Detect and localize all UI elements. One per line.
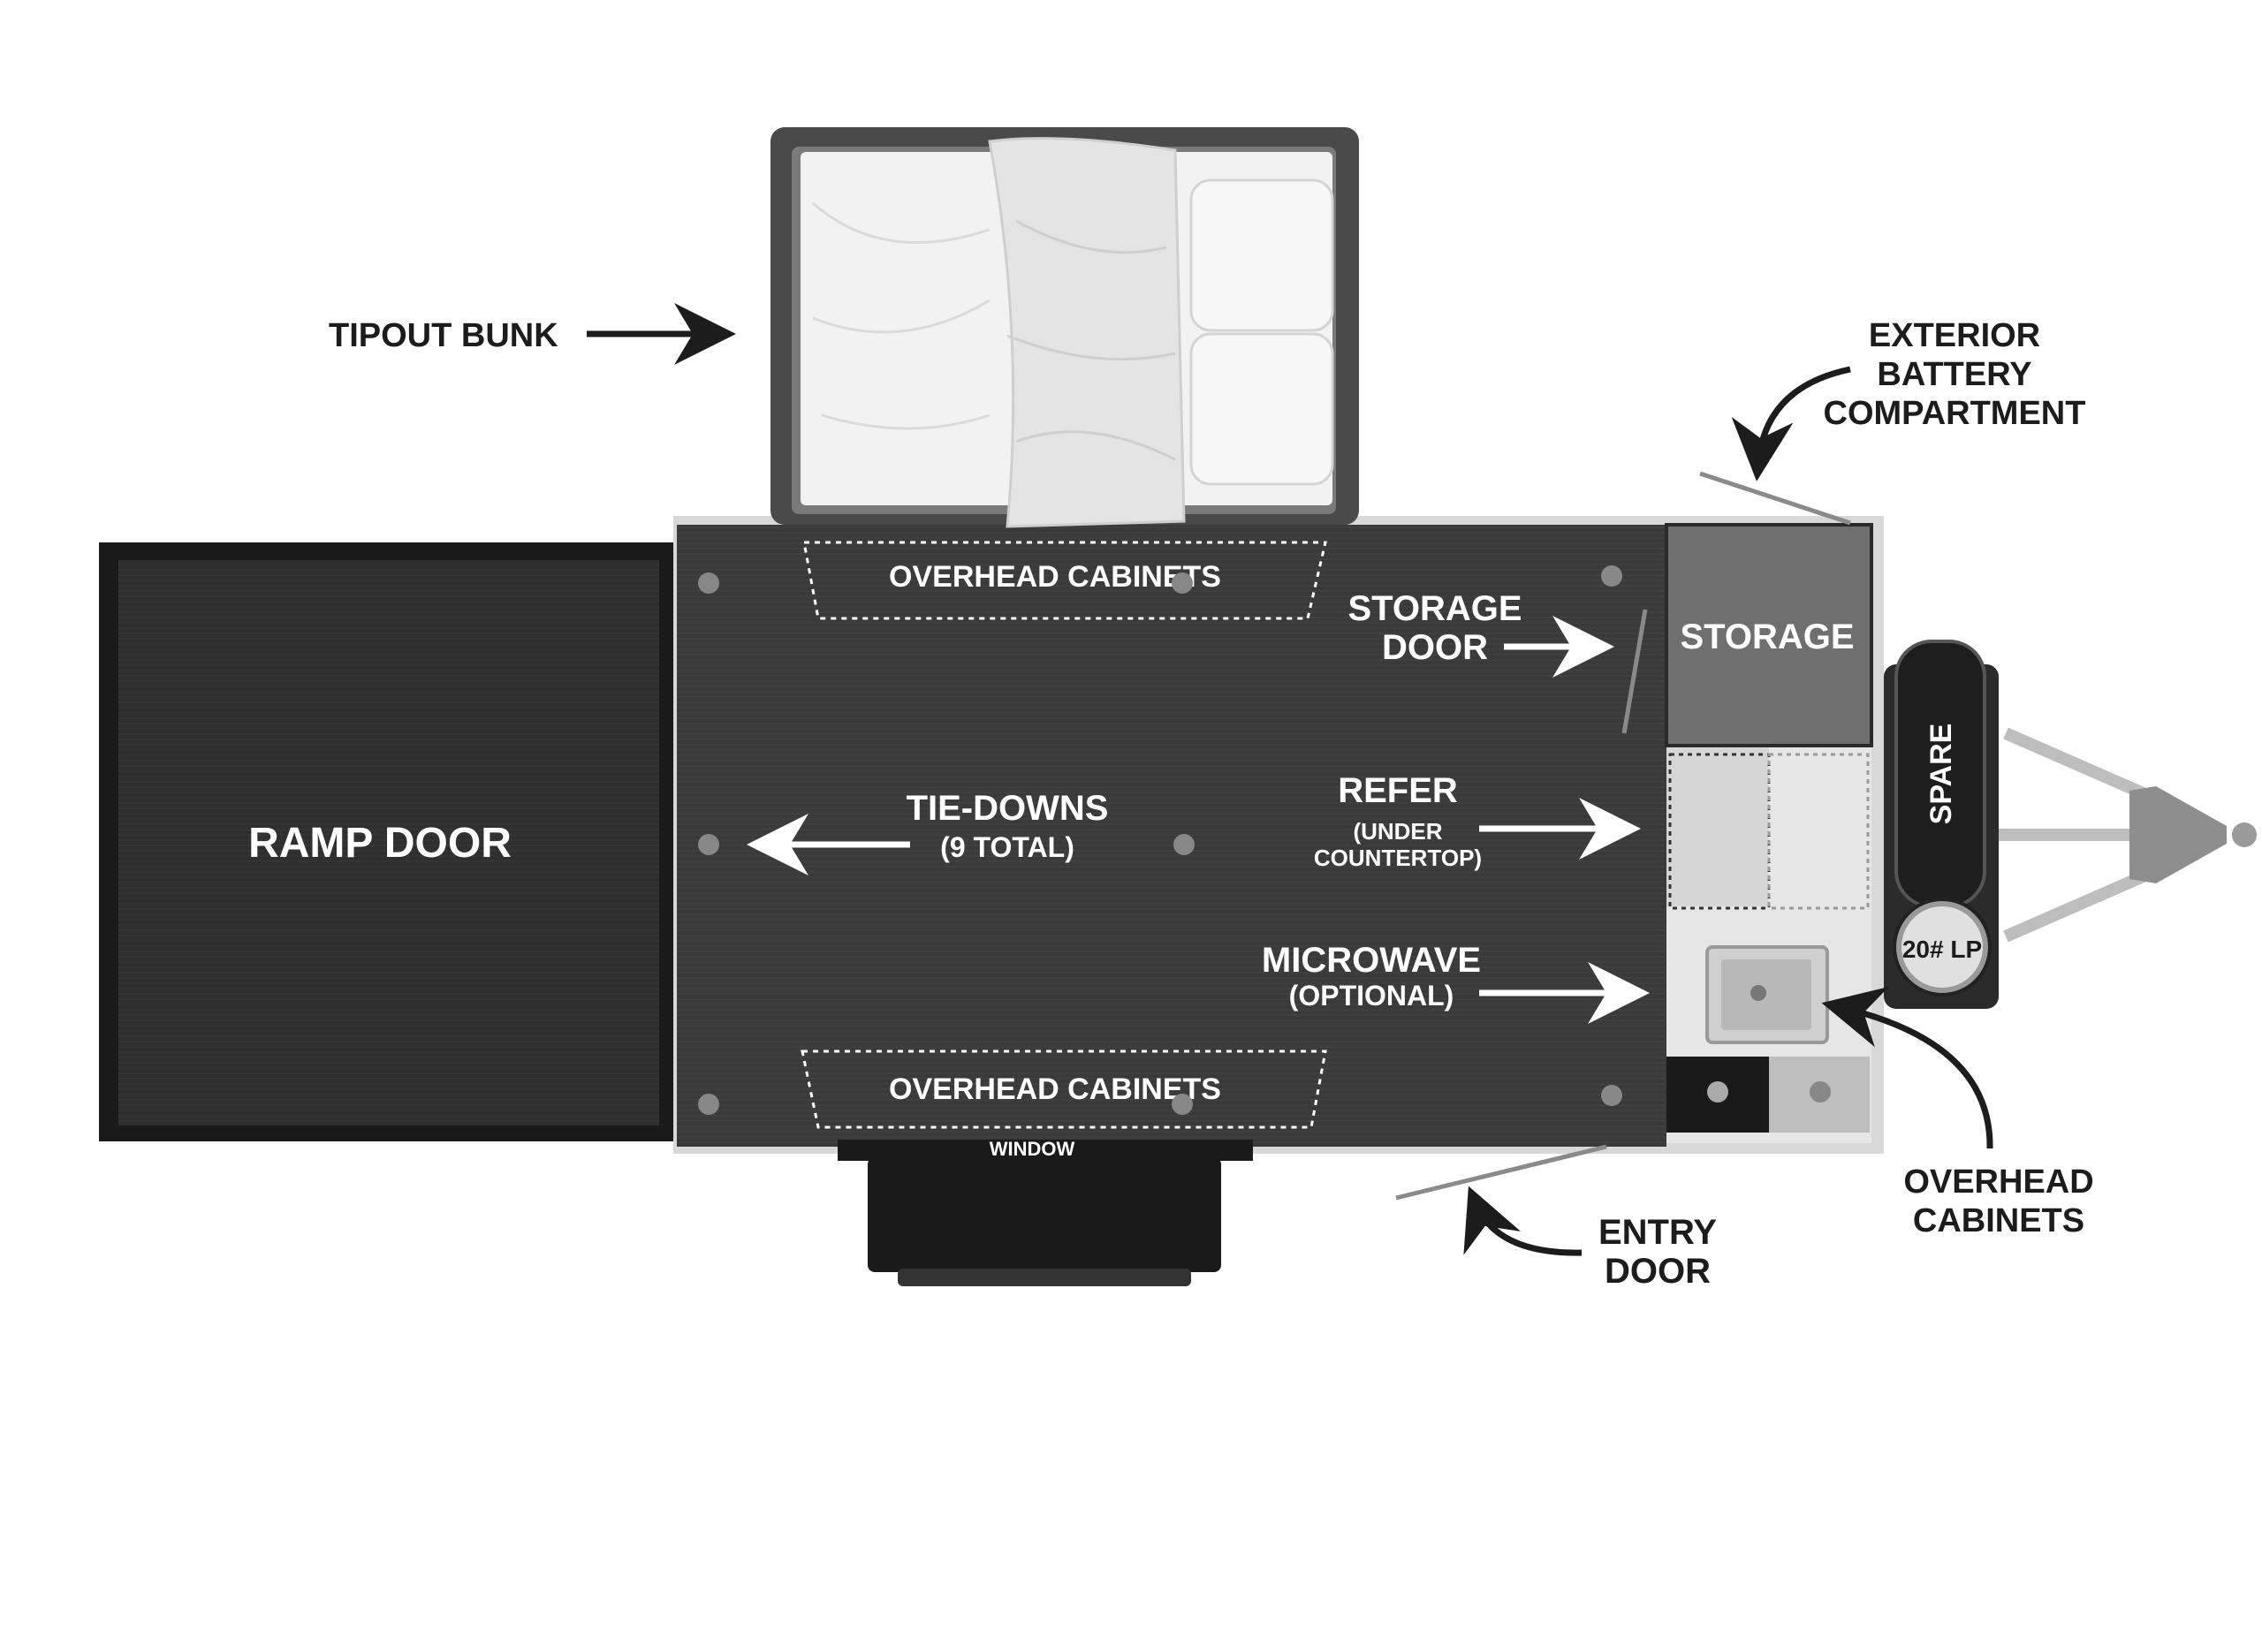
entry-door-label-2: DOOR (1605, 1252, 1711, 1291)
tie-down-point (698, 1094, 719, 1115)
ramp-door (99, 542, 675, 1141)
overhead-cabinets-top-label: OVERHEAD CABINETS (889, 560, 1221, 594)
ramp-door-label: RAMP DOOR (248, 820, 512, 867)
battery-door-line (1699, 471, 1851, 526)
wheel (838, 1140, 1253, 1286)
overhead-cabinets-right-label-2: CABINETS (1913, 1202, 2084, 1239)
tie-down-points (698, 565, 1622, 1115)
overhead-cabinets-bottom-label: OVERHEAD CABINETS (889, 1072, 1221, 1106)
entry-door-line (1395, 1144, 1607, 1201)
tipout-bunk-label: TIPOUT BUNK (329, 317, 558, 354)
entry-door-arrow (1463, 1186, 1583, 1256)
overhead-cabinets-right-label-1: OVERHEAD (1903, 1163, 2093, 1201)
tie-down-point (1173, 834, 1195, 855)
refer-label: REFER (1338, 771, 1458, 810)
tie-downs-sub-label: (9 TOTAL) (940, 831, 1074, 863)
storage-door-label-2: DOOR (1382, 628, 1488, 667)
refer-sub-label-2: COUNTERTOP) (1314, 845, 1482, 871)
tie-down-point (1172, 1094, 1193, 1115)
tie-down-point (698, 572, 719, 594)
exterior-battery-label-1: EXTERIOR (1869, 317, 2040, 354)
lp-tank (1893, 898, 1992, 997)
spare-label: SPARE (1924, 724, 1958, 825)
exterior-battery-label-2: BATTERY (1877, 356, 2031, 393)
tie-down-point (1601, 1085, 1622, 1106)
microwave-sub-label: (OPTIONAL) (1289, 980, 1454, 1012)
kitchen-counter (1666, 747, 1871, 1143)
exterior-battery-label-3: COMPARTMENT (1824, 395, 2086, 432)
trailer-tongue (1988, 727, 2257, 943)
entry-door-label-1: ENTRY (1598, 1213, 1717, 1252)
storage-compartment (1621, 523, 1873, 747)
overhead-cabinets-right-arrow (1821, 987, 1993, 1149)
tie-down-point (1601, 565, 1622, 587)
storage-door-label-1: STORAGE (1347, 589, 1522, 628)
storage-label: STORAGE (1680, 618, 1854, 656)
exterior-battery-arrow (1731, 366, 1851, 481)
refer-sub-label-1: (UNDER (1353, 818, 1442, 845)
window-label: WINDOW (990, 1138, 1075, 1160)
overhead-cabinets-top-outline (802, 541, 1327, 620)
tie-downs-label: TIE-DOWNS (907, 789, 1109, 828)
tie-down-point (1172, 572, 1193, 594)
microwave-label: MICROWAVE (1262, 941, 1481, 980)
tie-down-point (698, 834, 719, 855)
lp-label: 20# LP (1902, 936, 1982, 963)
tipout-bunk (770, 127, 1359, 528)
